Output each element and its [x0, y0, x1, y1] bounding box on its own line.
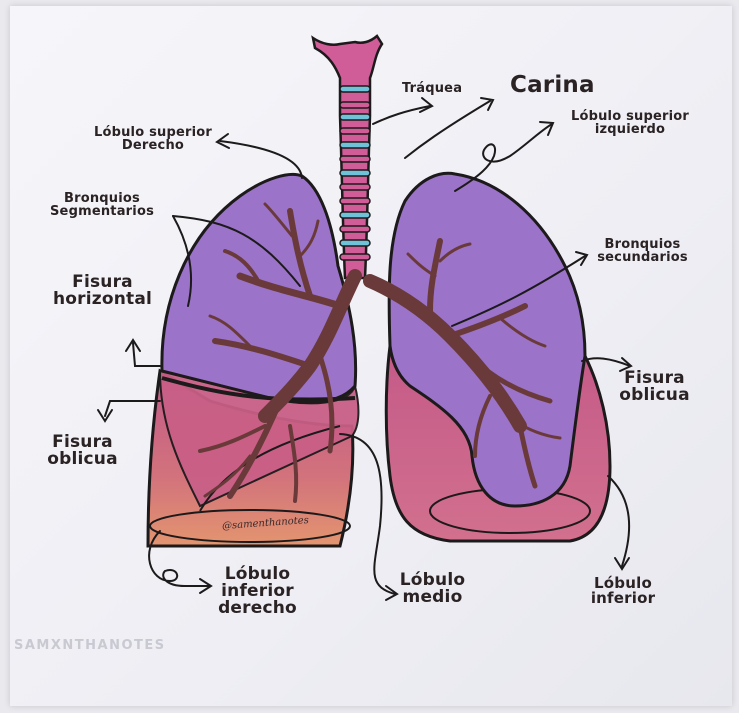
- label-lobulo-superior-derecho: Lóbulo superior Derecho: [78, 126, 228, 152]
- diagram-sheet: Tráquea Carina Lóbulo superior Derecho L…: [10, 6, 732, 706]
- label-lobulo-inferior-derecho: Lóbulo inferior derecho: [210, 566, 305, 617]
- left-lung: [370, 173, 610, 541]
- label-fisura-oblicua-der: Fisura oblicua: [40, 434, 125, 468]
- label-lobulo-superior-izquierdo: Lóbulo superior izquierdo: [555, 110, 705, 136]
- label-lobulo-inferior: Lóbulo inferior: [578, 576, 668, 606]
- label-traquea: Tráquea: [402, 82, 462, 95]
- label-lobulo-medio: Lóbulo medio: [390, 572, 475, 606]
- label-fisura-oblicua-izq: Fisura oblicua: [612, 370, 697, 404]
- label-fisura-horizontal: Fisura horizontal: [35, 274, 170, 308]
- watermark: SAMXNTHANOTES: [14, 638, 166, 653]
- label-bronquios-secundarios: Bronquios secundarios: [580, 238, 705, 264]
- label-carina: Carina: [510, 74, 595, 97]
- label-bronquios-segmentarios: Bronquios Segmentarios: [32, 192, 172, 218]
